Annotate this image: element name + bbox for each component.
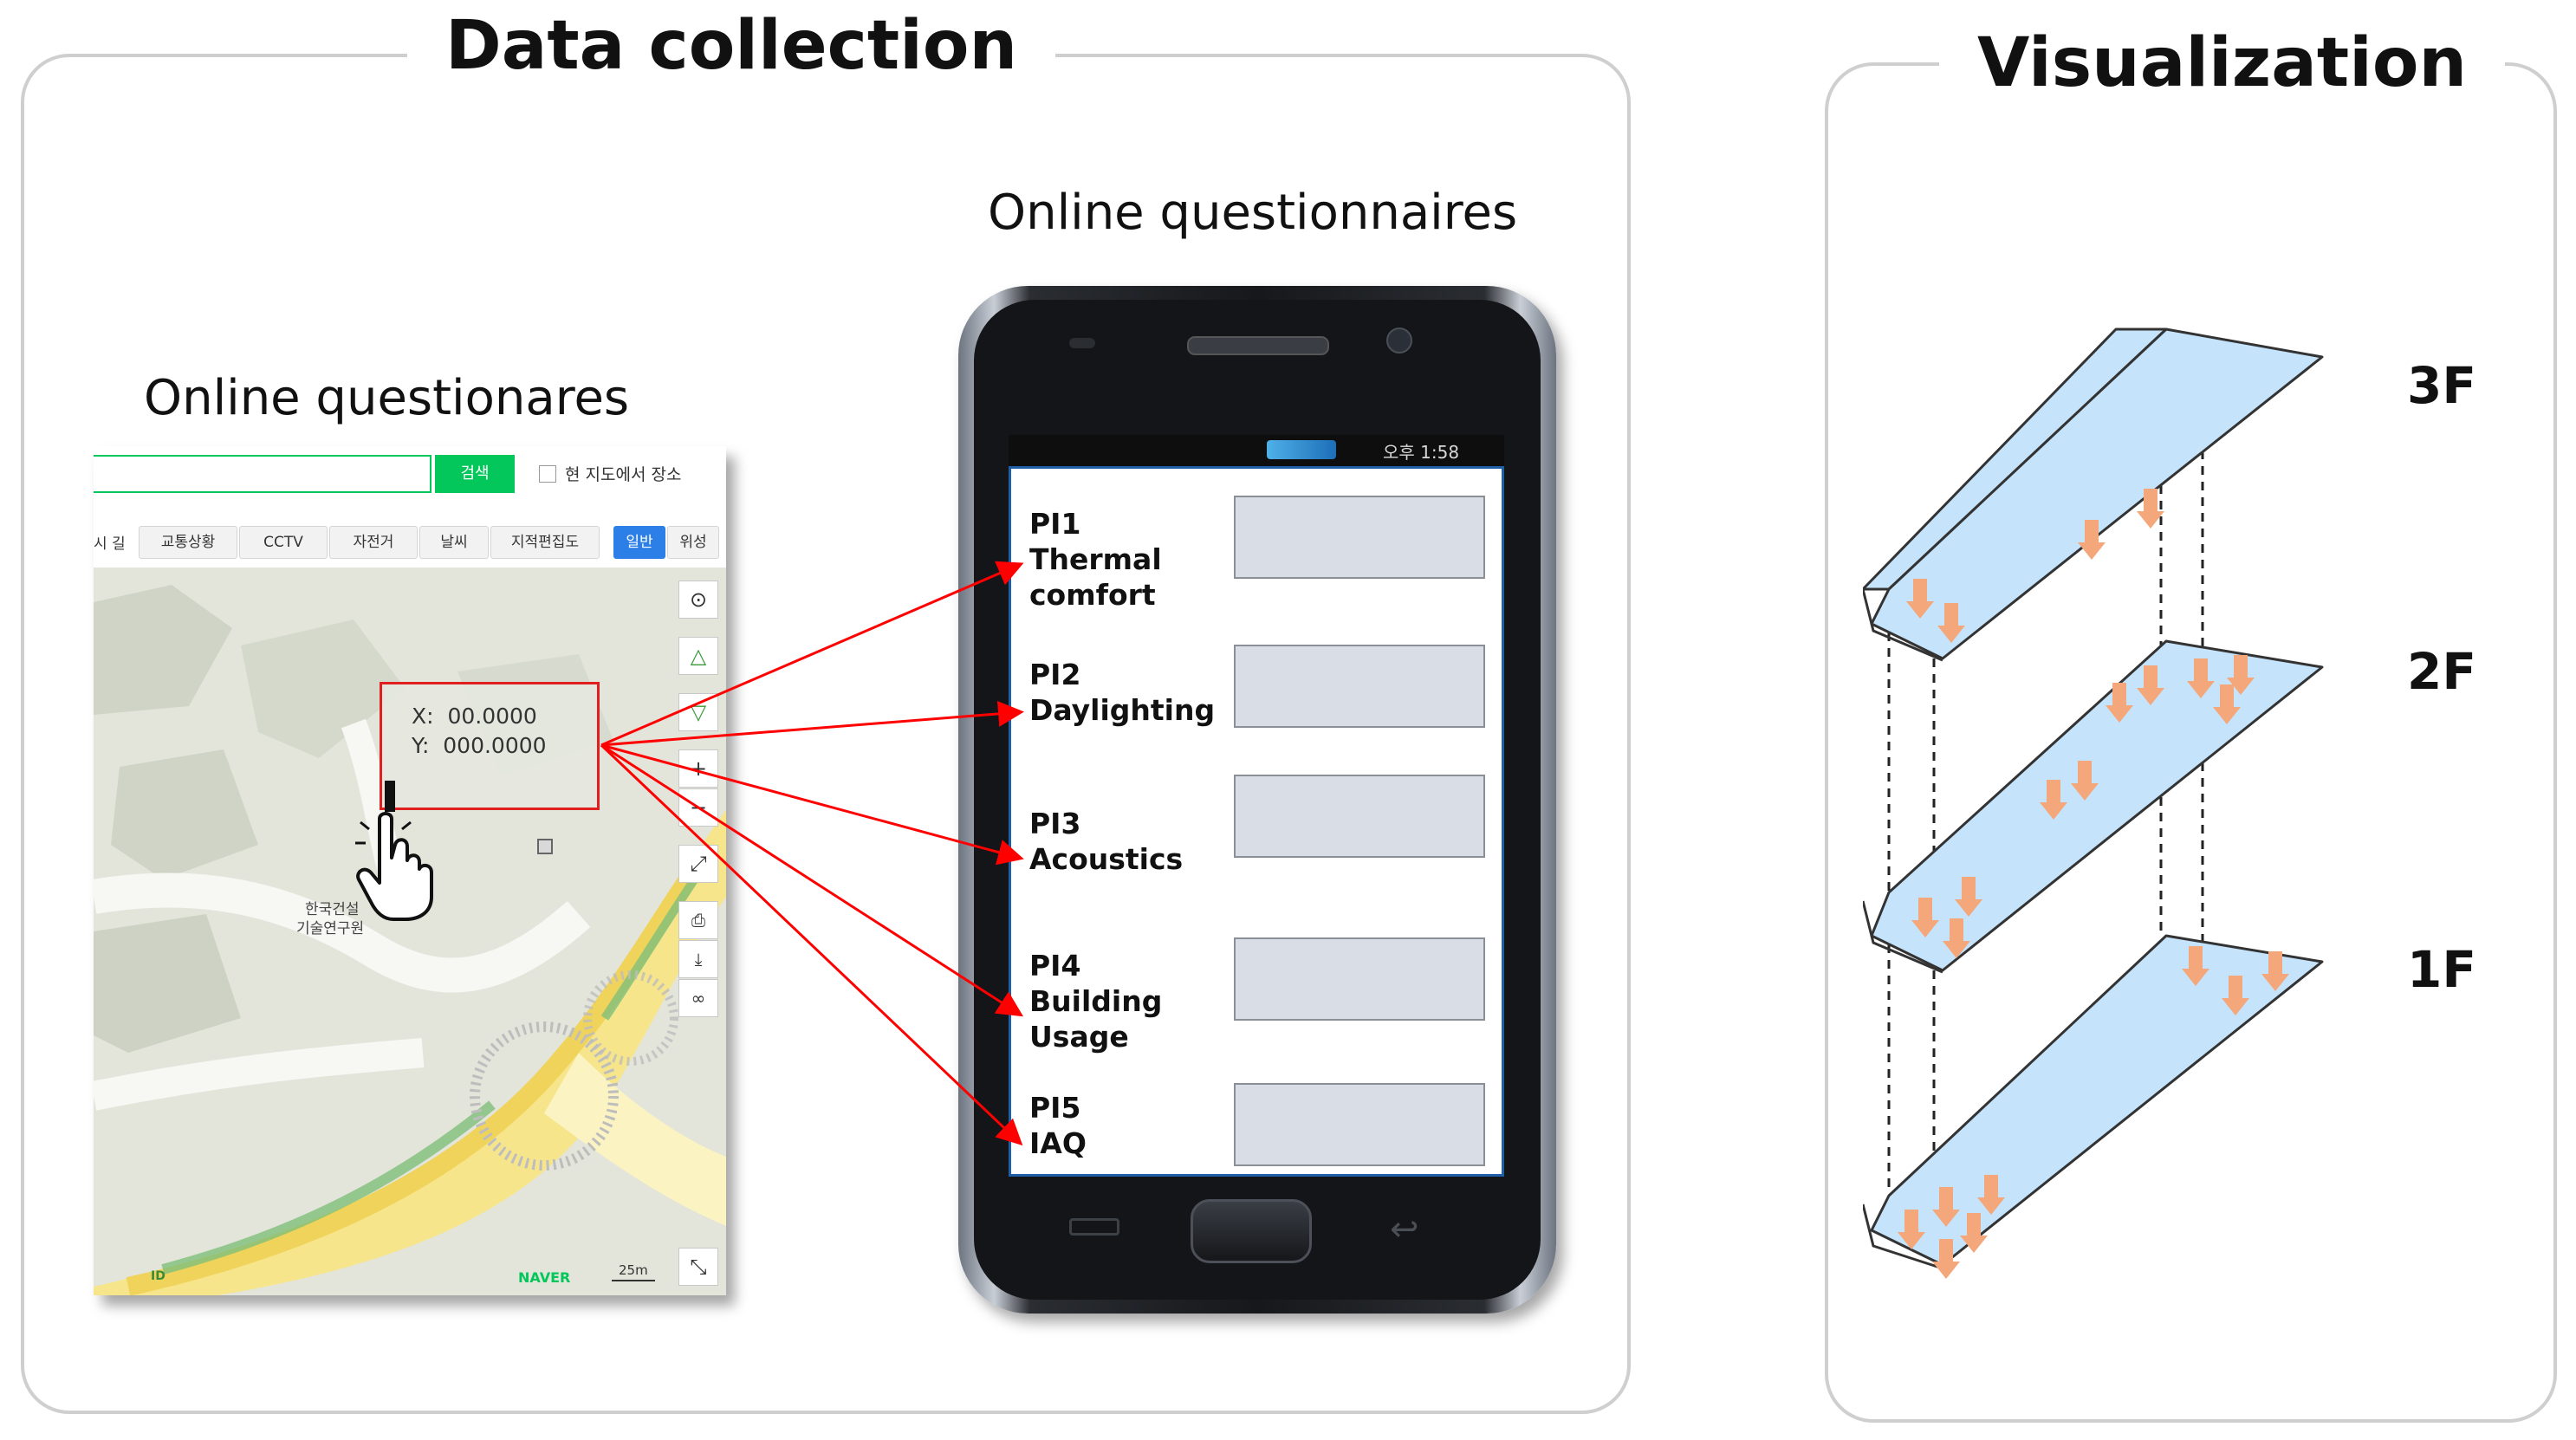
floor-stack-illustration [1863,328,2324,1279]
search-current-map-checkbox[interactable] [539,465,556,483]
place-label-line1: 한국건설 [305,901,360,918]
arrow-to-pi4 [600,743,1024,1017]
slab-3f [1863,328,2324,662]
coordinate-popup: X: 00.0000 Y: 000.0000 [380,682,600,810]
link-icon[interactable]: ∞ [678,979,718,1017]
layer-button-weather[interactable]: 날씨 [419,526,489,559]
slab-1f [1863,934,2324,1270]
floor-label-1f: 1F [2407,940,2476,999]
view-button-general[interactable]: 일반 [613,526,665,559]
question-label-pi5: PI5 IAQ [1029,1091,1087,1160]
arrow-to-pi1 [600,561,1024,747]
coordinate-x: X: 00.0000 [412,704,537,729]
phone-sensor [1069,338,1095,348]
question-label-pi1: PI1 Thermal comfort [1029,507,1162,612]
signal-icon [1267,440,1336,459]
map-brand-logo: NAVER [518,1269,571,1286]
answer-field-pi1[interactable] [1234,496,1485,579]
arrow-to-pi5 [600,743,1023,1146]
toolbar-left-fragment: 시 길 [94,535,126,553]
floor-label-2f: 2F [2407,642,2476,701]
question-label-pi4: PI4 Building Usage [1029,949,1163,1054]
back-icon[interactable]: ↩ [1390,1210,1419,1249]
layer-button-cctv[interactable]: CCTV [239,526,328,559]
arrow-to-pi2 [600,700,1024,747]
data-collection-title: Data collection [407,12,1056,80]
status-time: 오후 1:58 [1383,442,1460,463]
phone-camera-icon [1386,328,1412,354]
search-current-map-label: 현 지도에서 장소 [565,465,682,484]
tilt-up-icon[interactable]: △ [678,637,718,675]
search-button[interactable]: 검색 [435,455,515,493]
location-icon[interactable]: ⊙ [678,581,718,619]
place-label-line2: 기술연구원 [296,920,365,937]
menu-icon[interactable] [1069,1218,1119,1236]
question-label-pi3: PI3 Acoustics [1029,807,1184,876]
location-pin [385,781,395,812]
map-questionaire-title: Online questionares [144,370,630,426]
print-icon[interactable]: ⎙ [678,901,718,939]
place-marker-icon [537,839,553,854]
view-button-satellite[interactable]: 위성 [667,526,719,559]
layer-button-traffic[interactable]: 교통상황 [139,526,237,559]
search-input[interactable] [94,455,431,493]
answer-field-pi4[interactable] [1234,937,1485,1021]
hand-cursor-icon [355,812,433,921]
tilt-down-icon[interactable]: ▽ [678,693,718,731]
answer-field-pi5[interactable] [1234,1083,1485,1166]
phone-speaker [1187,336,1329,355]
phone-status-bar [1009,435,1504,466]
arrow-to-pi3 [600,743,1024,866]
answer-field-pi2[interactable] [1234,645,1485,728]
layer-button-cadastral[interactable]: 지적편집도 [490,526,600,559]
map-screenshot: 검색 현 지도에서 장소 시 길 교통상황 CCTV 자전거 날씨 지적편집도 … [94,446,726,1295]
coordinate-y: Y: 000.0000 [412,733,547,758]
phone-questionnaire-title: Online questionnaires [988,185,1518,241]
map-bottom-left-mark: ID [151,1269,165,1283]
answer-field-pi3[interactable] [1234,775,1485,858]
visualization-title: Visualization [1939,29,2505,97]
floor-label-3f: 3F [2407,356,2476,415]
layer-button-bicycle[interactable]: 자전거 [329,526,418,559]
map-scale: 25m [612,1262,655,1281]
save-icon[interactable]: ⤓ [678,940,718,978]
home-button[interactable] [1191,1199,1312,1263]
fullscreen-icon[interactable]: ⤡ [678,1248,718,1286]
question-label-pi2: PI2 Daylighting [1029,658,1216,727]
